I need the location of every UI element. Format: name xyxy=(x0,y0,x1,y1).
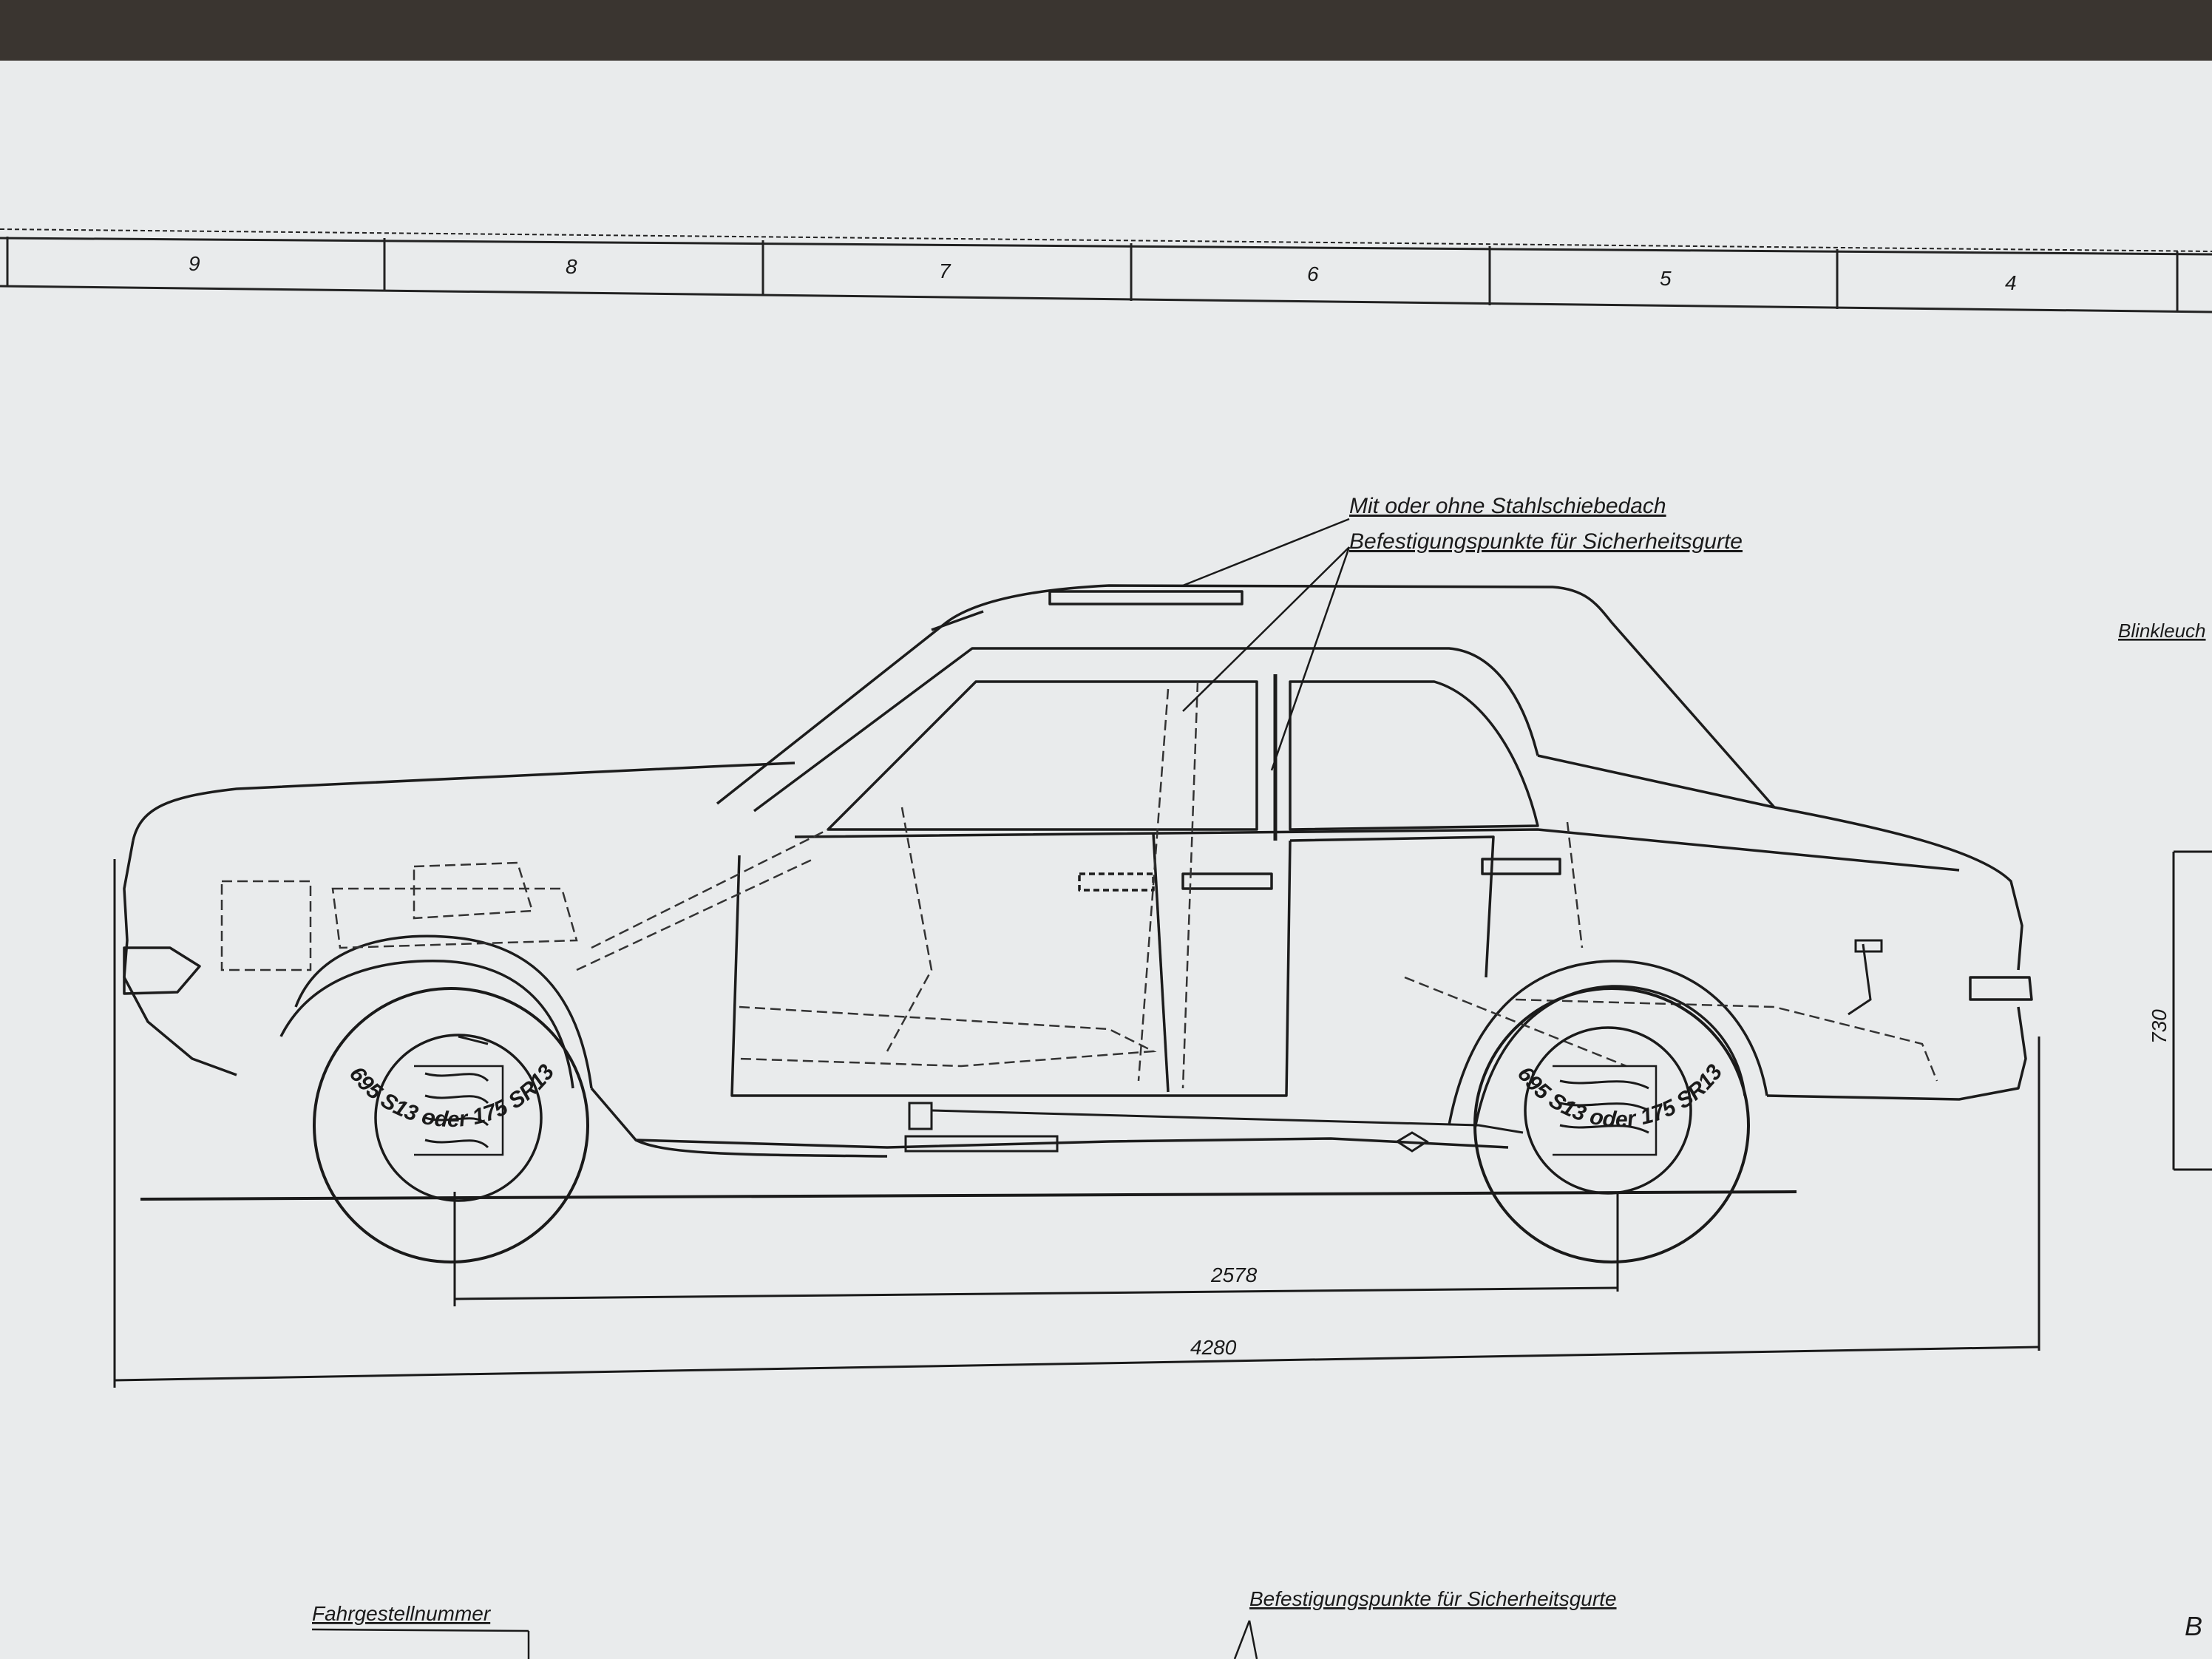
chassis-number-underline xyxy=(311,1628,529,1632)
zone-label: 7 xyxy=(939,259,951,282)
belt-points-bottom-annotation: Befestigungspunkte für Sicherheitsgurte xyxy=(1249,1587,1617,1610)
zone-label: 6 xyxy=(1307,262,1319,285)
zone-label: 8 xyxy=(566,255,577,278)
belt-points-bottom-leader xyxy=(1233,1620,1258,1659)
zone-labels: 9 8 7 6 5 4 xyxy=(189,252,2017,294)
zone-strip xyxy=(0,228,2212,313)
wheelbase-dimension: 2578 xyxy=(1210,1263,1258,1286)
leader-lines xyxy=(1182,518,1351,771)
car-body xyxy=(123,584,2033,1158)
belt-points-annotation: Befestigungspunkte für Sicherheitsgurte xyxy=(1349,529,1743,554)
rear-tire-size-text: 695 S13 oder 175 SR13 xyxy=(1513,1060,1728,1132)
zone-label: 5 xyxy=(1660,267,1672,290)
ground-line xyxy=(140,1190,1797,1201)
rear-tire-size: 695 S13 oder 175 SR13 xyxy=(1513,1060,1728,1132)
chassis-number-annotation: Fahrgestellnummer xyxy=(312,1602,492,1625)
zone-label: 9 xyxy=(189,252,200,275)
corner-fragment-text: B xyxy=(2185,1611,2202,1641)
technical-drawing: 9 8 7 6 5 4 xyxy=(0,228,2212,1659)
overall-length-dimension: 4280 xyxy=(1190,1336,1237,1359)
rear-height-dimension: 730 xyxy=(2148,1009,2171,1044)
front-wheel xyxy=(313,987,589,1263)
sunroof-annotation: Mit oder ohne Stahlschiebedach xyxy=(1349,494,1666,518)
zone-label: 4 xyxy=(2005,271,2017,294)
drawing-sheet: 9 8 7 6 5 4 xyxy=(0,61,2212,1659)
hidden-components xyxy=(220,681,1938,1089)
underbody-parts xyxy=(458,939,1883,1153)
turn-signal-annotation: Blinkleuch xyxy=(2118,620,2206,642)
dimension-lines xyxy=(113,850,2212,1388)
rear-wheel xyxy=(1473,987,1750,1263)
